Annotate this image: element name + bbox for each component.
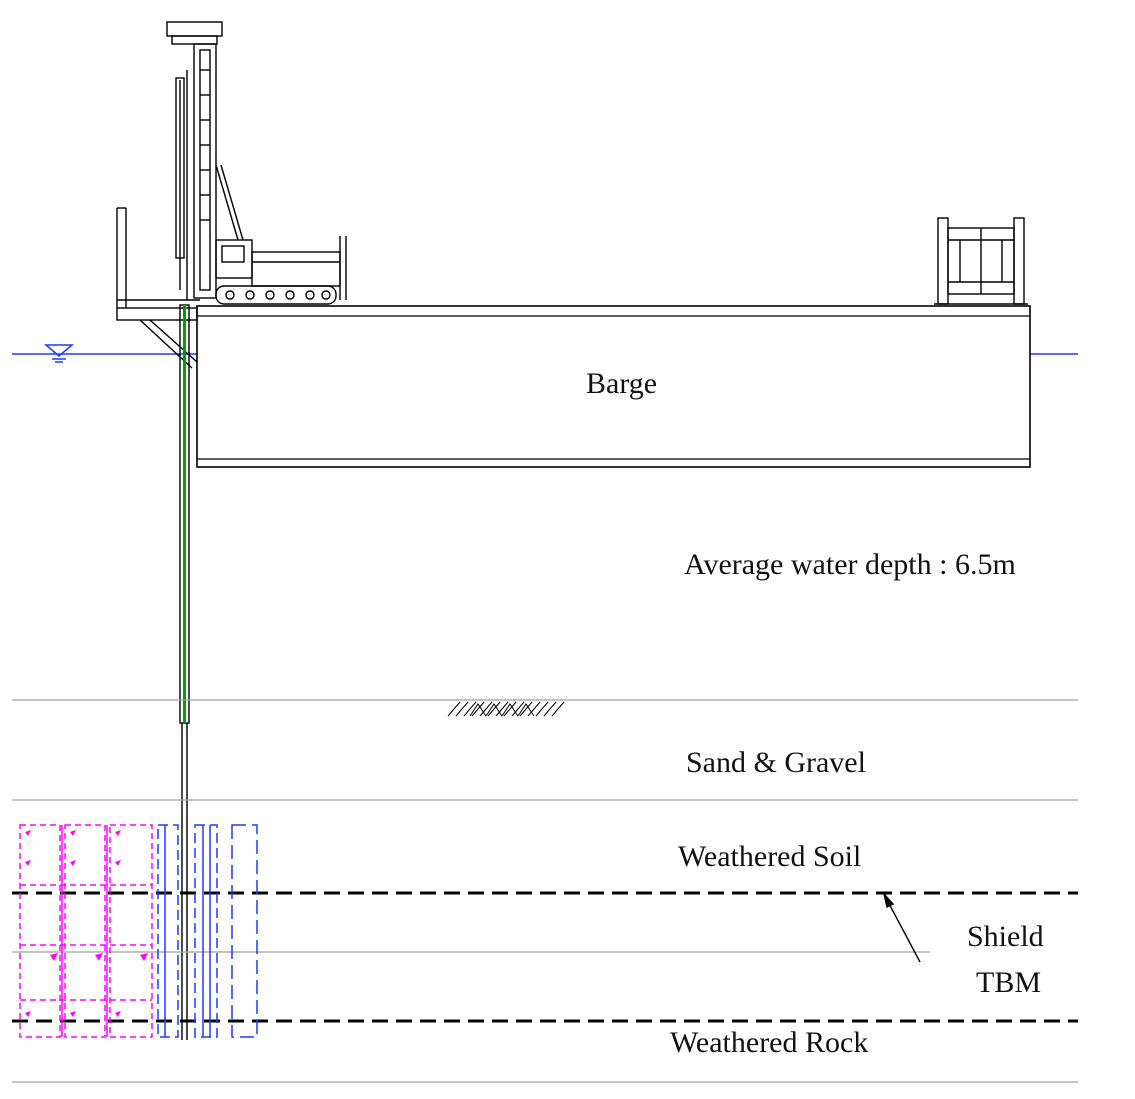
water-level-triangle-icon — [43, 344, 75, 363]
shield-tbm-label-line1: Shield — [967, 920, 1044, 953]
shield-tbm-leader — [882, 891, 921, 963]
weathered-rock-label: Weathered Rock — [670, 1026, 868, 1059]
drilling-rig-icon — [166, 21, 347, 305]
sand-gravel-label: Sand & Gravel — [686, 746, 866, 779]
tunnel-segments-blue — [157, 824, 258, 1038]
segment-markers — [25, 830, 148, 1017]
barge-hull — [196, 305, 1031, 468]
drill-rod — [181, 723, 188, 1040]
tunnel-segments-magenta — [19, 824, 153, 1038]
layer-boundaries — [12, 799, 1078, 1083]
tbm-tunnel-boundary — [12, 891, 1078, 1023]
shield-tbm-label-line2: TBM — [976, 966, 1041, 999]
barge-label: Barge — [586, 367, 657, 400]
winch-drum-icon — [934, 217, 1028, 305]
water-depth-label: Average water depth : 6.5m — [684, 548, 1016, 581]
cantilever-platform — [116, 207, 200, 369]
weathered-soil-label: Weathered Soil — [678, 840, 861, 873]
casing-pipe — [179, 304, 190, 724]
seabed-hatch-icon — [447, 701, 565, 717]
